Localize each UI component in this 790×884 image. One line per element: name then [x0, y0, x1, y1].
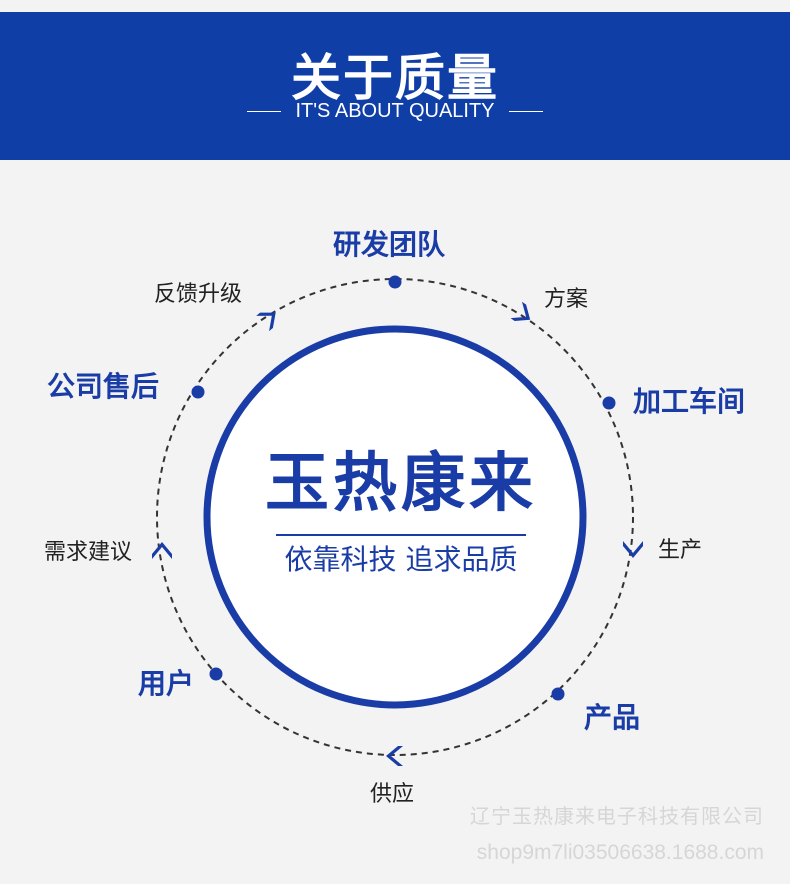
sub-production: 生产 — [658, 538, 703, 563]
chevron-arrow-icon — [623, 541, 643, 558]
center-circle — [203, 325, 587, 709]
dot-product — [551, 687, 565, 701]
header-subtitle: IT'S ABOUT QUALITY — [295, 100, 495, 122]
watermark-shop-url: shop9m7li03506638.1688.com — [476, 841, 764, 864]
header-banner: 关于质量 IT'S ABOUT QUALITY — [0, 12, 790, 160]
chevron-arrow-icon — [510, 301, 531, 322]
sub-upgrade: 反馈升级 — [154, 282, 243, 307]
sub-suggestions: 需求建议 — [44, 540, 133, 565]
dot-workshop — [602, 396, 616, 410]
header-title: 关于质量 — [291, 49, 499, 107]
stage-product: 产品 — [584, 701, 641, 734]
header-subtitle-row: IT'S ABOUT QUALITY — [0, 100, 790, 123]
watermark-company: 辽宁玉热康来电子科技有限公司 — [470, 804, 764, 828]
subtitle-left-rule — [247, 110, 282, 113]
subtitle-right-rule — [508, 110, 543, 113]
sub-supply: 供应 — [370, 782, 415, 807]
brand-name: 玉热康来 — [265, 447, 537, 521]
dot-after-sales — [191, 385, 205, 399]
chevron-arrow-icon — [256, 312, 276, 332]
dot-user — [209, 667, 223, 681]
dot-r-and-d — [388, 275, 402, 289]
stage-r-and-d: 研发团队 — [333, 228, 446, 261]
stage-workshop: 加工车间 — [633, 385, 746, 418]
chevron-arrow-icon — [386, 746, 403, 766]
sub-plan: 方案 — [544, 287, 589, 312]
brand-divider — [276, 534, 526, 536]
brand-slogan: 依靠科技 追求品质 — [284, 543, 518, 576]
stage-user: 用户 — [138, 667, 195, 700]
dashed-cycle-ring — [156, 278, 634, 756]
chevron-arrow-icon — [152, 542, 172, 559]
stage-after-sales: 公司售后 — [47, 370, 160, 403]
